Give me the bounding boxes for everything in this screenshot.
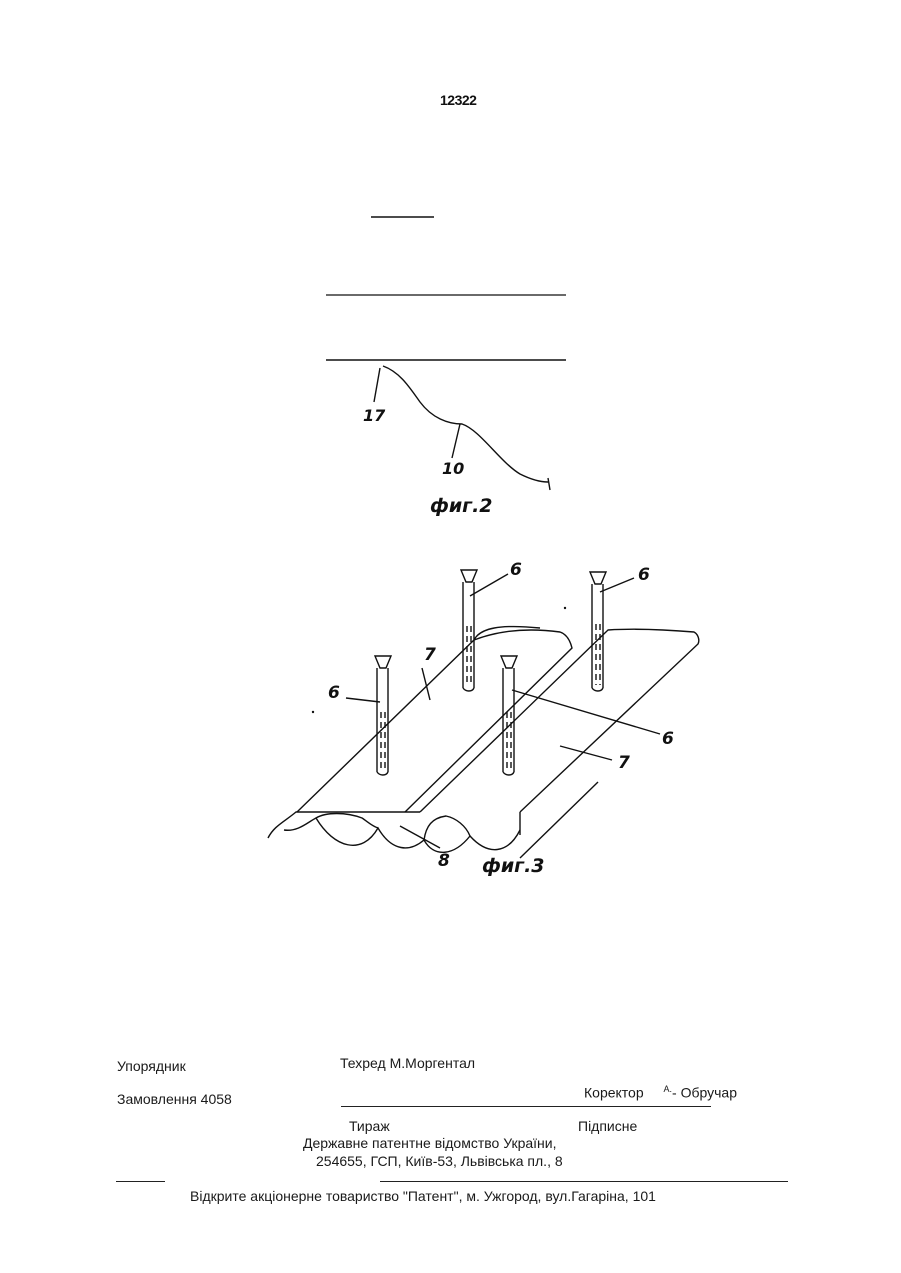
fig2-caption: фиг.2 — [430, 495, 493, 517]
fig3-pin-front-left — [375, 656, 391, 775]
fig3-label-6a: 6 — [510, 560, 522, 580]
compiler-label: Упорядник — [117, 1058, 186, 1074]
office-line-1: Державне патентне відомство України, — [303, 1135, 557, 1151]
corrector-initial: А. — [664, 1084, 673, 1094]
fig3-label-6b: 6 — [638, 565, 650, 585]
fig3-leader-6b — [600, 578, 634, 592]
stray-dot — [312, 711, 314, 713]
fig3-label-6c: 6 — [328, 683, 340, 703]
fig3-right-under-edge — [520, 782, 598, 858]
fig3-wave-top-2 — [424, 816, 470, 840]
fig3-wave-top-1 — [316, 814, 378, 829]
fig3-pin-front-right — [501, 656, 517, 775]
footer-rule-upper — [341, 1106, 711, 1107]
fig3-label-8: 8 — [438, 851, 450, 871]
fig2-curve-end — [548, 478, 550, 490]
fig2-label-10: 10 — [442, 459, 464, 478]
tech-editor: Техред М.Моргентал — [340, 1055, 475, 1071]
fig3-caption: фиг.3 — [482, 855, 545, 877]
circulation: Тираж — [349, 1118, 390, 1134]
corrector: Коректор А.- Обручар — [584, 1084, 737, 1101]
fig2-label-17: 17 — [363, 406, 386, 425]
subscription: Підписне — [578, 1118, 637, 1134]
stray-dot — [564, 607, 566, 609]
corrector-label: Коректор — [584, 1085, 644, 1101]
corrector-name: - Обручар — [672, 1085, 737, 1101]
figure-3 — [268, 570, 699, 858]
figure-2 — [326, 217, 566, 490]
fig2-curve — [383, 366, 548, 482]
fig3-left-strip-top — [474, 627, 540, 641]
fig3-right-strip — [420, 629, 699, 812]
fig3-wavy-profile — [284, 818, 520, 852]
fig3-leader-6c — [346, 698, 380, 702]
publisher: Відкрите акціонерне товариство "Патент",… — [190, 1188, 656, 1204]
fig2-leader-17 — [374, 368, 380, 402]
fig3-pin-back-left — [461, 570, 477, 691]
footer-rule-left — [116, 1181, 165, 1182]
fig3-label-6d: 6 — [662, 729, 674, 749]
fig3-label-7a: 7 — [424, 645, 436, 665]
order-number: Замовлення 4058 — [117, 1091, 232, 1107]
fig2-leader-10 — [452, 424, 460, 458]
fig3-leader-8 — [400, 826, 440, 848]
office-line-2: 254655, ГСП, Київ-53, Львівська пл., 8 — [316, 1153, 563, 1169]
fig3-label-7b: 7 — [618, 753, 630, 773]
footer-rule-right — [380, 1181, 788, 1182]
fig3-leader-6d — [512, 690, 660, 734]
fig3-leader-6a — [470, 574, 508, 596]
fig3-leader-7b — [560, 746, 612, 760]
fig3-top-edge — [268, 812, 420, 838]
